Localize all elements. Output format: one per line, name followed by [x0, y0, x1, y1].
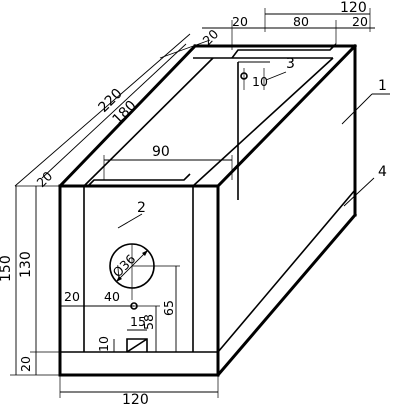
- dim-slot-length: 90: [152, 144, 170, 160]
- dim-top-width: 120: [340, 0, 367, 16]
- callout-leaders: [117, 71, 390, 229]
- dim-base-height: 20: [18, 356, 33, 372]
- callout-3: 3: [286, 56, 295, 72]
- dim-slot-small: 10: [252, 74, 268, 89]
- dim-notch-height: 10: [96, 336, 111, 352]
- dimension-lines: [10, 8, 375, 398]
- callout-1: 1: [378, 78, 387, 94]
- dim-hole-center-offset: 40: [104, 289, 120, 304]
- dim-hole-height-b: 65: [161, 300, 176, 316]
- dim-top-left-margin: 20: [232, 14, 248, 29]
- dim-depth-margin-front: 20: [34, 168, 56, 190]
- callout-4: 4: [378, 164, 387, 180]
- dim-top-inner-width: 80: [293, 14, 309, 29]
- top-rim-inner: [60, 43, 337, 187]
- dim-height-total: 150: [0, 255, 14, 282]
- notch: [126, 338, 148, 353]
- dim-hole-height-a: 58: [141, 314, 156, 330]
- base-plinth: [60, 189, 356, 353]
- dim-bottom-width: 120: [122, 392, 149, 406]
- dim-front-left-offset: 20: [64, 289, 80, 304]
- front-panel: [83, 186, 194, 352]
- dim-hole-diameter: Ø36: [110, 251, 139, 280]
- dim-top-right-margin: 20: [352, 14, 368, 29]
- inner-back-wall: [237, 61, 270, 200]
- dim-height-inner: 130: [18, 251, 34, 278]
- callout-2: 2: [137, 200, 146, 216]
- dim-notch-width: 15: [130, 314, 146, 329]
